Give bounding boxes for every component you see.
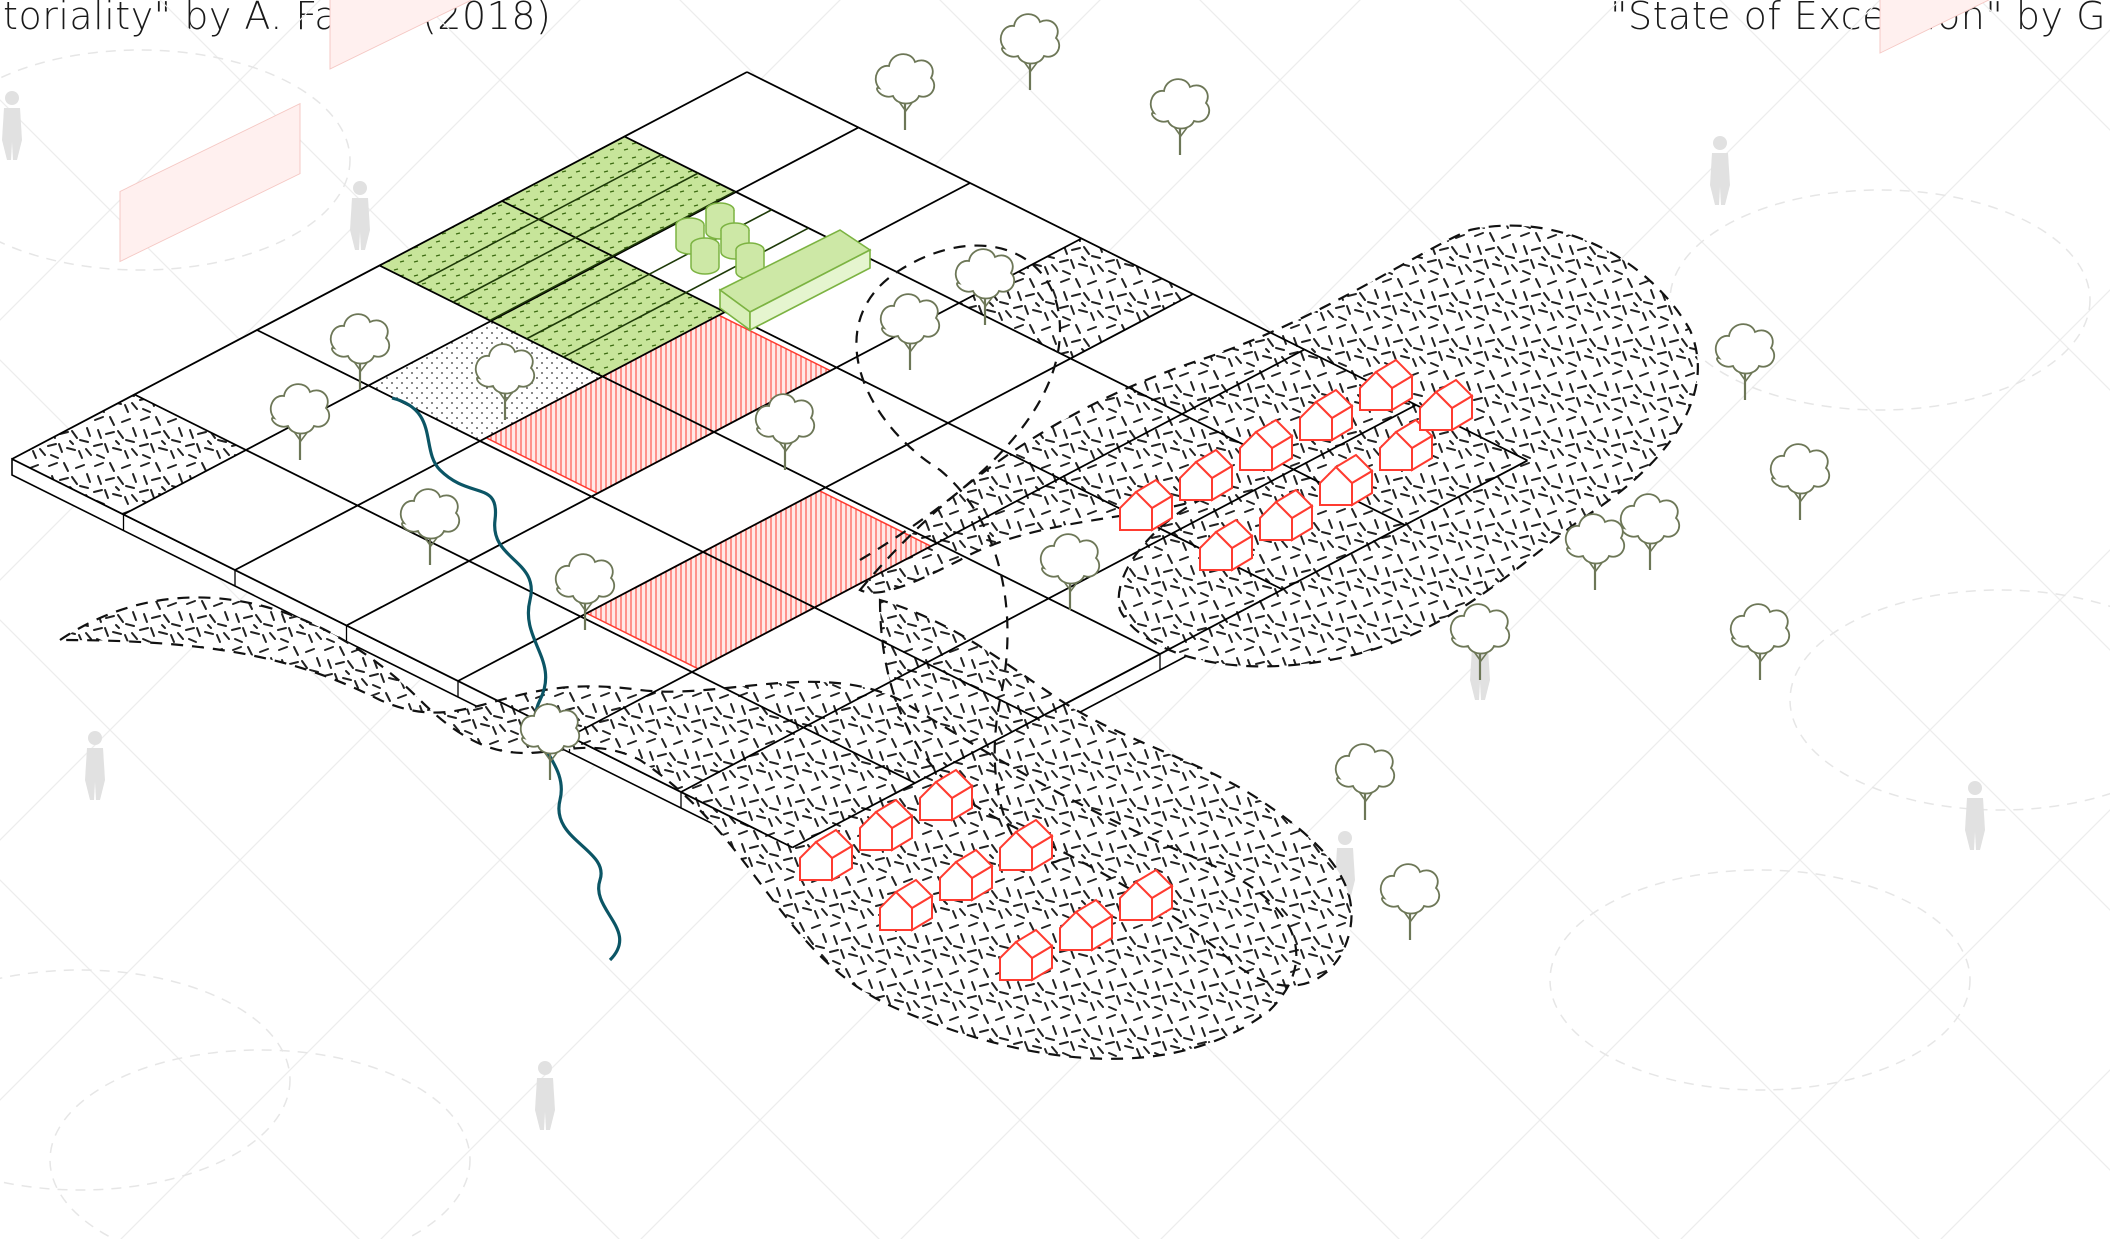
tree-icon [1716, 324, 1774, 400]
person-silhouette-icon [350, 181, 370, 250]
tree-icon [1566, 514, 1624, 590]
tree-icon [1001, 14, 1059, 90]
tree-icon [1621, 494, 1679, 570]
tree-icon [1151, 79, 1209, 155]
tree-icon [1336, 744, 1394, 820]
person-silhouette-icon [1965, 781, 1985, 850]
person-silhouette-icon [2, 91, 22, 160]
person-silhouette-icon [85, 731, 105, 800]
tree-icon [876, 54, 934, 130]
tree-icon [1381, 864, 1439, 940]
tree-icon [1731, 604, 1789, 680]
tree-icon [1451, 604, 1509, 680]
tree-icon [1771, 444, 1829, 520]
tree-icon [521, 704, 579, 780]
person-silhouette-icon [535, 1061, 555, 1130]
person-silhouette-icon [1710, 136, 1730, 205]
